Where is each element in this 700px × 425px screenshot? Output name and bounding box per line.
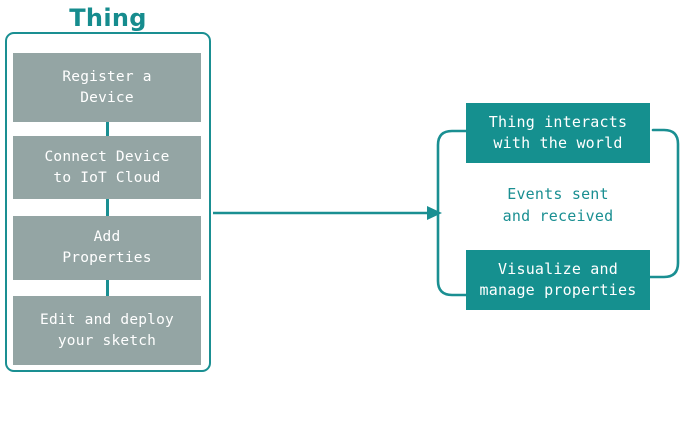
cycle-caption-events: Events sent and received xyxy=(502,185,614,225)
step-connector-1 xyxy=(106,122,109,136)
step-connector-3 xyxy=(106,280,109,296)
step-box-add-properties[interactable]: Add Properties xyxy=(13,216,201,280)
step-box-connect-device[interactable]: Connect Device to IoT Cloud xyxy=(13,136,201,199)
page-title: Thing xyxy=(69,4,147,32)
cycle-box-visualize-manage[interactable]: Visualize and manage properties xyxy=(466,250,650,310)
step-box-register-a-device[interactable]: Register a Device xyxy=(13,53,201,122)
thing-to-cycle-arrow-icon xyxy=(213,206,442,220)
cycle-box-thing-interacts[interactable]: Thing interacts with the world xyxy=(466,103,650,163)
step-box-edit-and-deploy-sketch[interactable]: Edit and deploy your sketch xyxy=(13,296,201,365)
step-connector-2 xyxy=(106,199,109,216)
